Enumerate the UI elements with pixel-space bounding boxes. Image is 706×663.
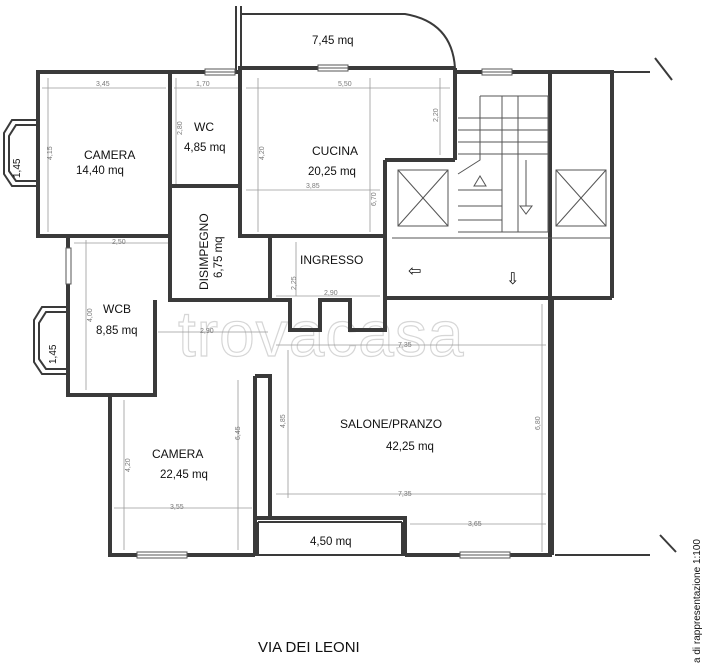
wcb-name: WCB bbox=[103, 302, 131, 316]
dim-ingresso-width: 2,90 bbox=[324, 290, 338, 297]
outer-walls bbox=[3, 6, 677, 557]
dim-camera1-height: 4,15 bbox=[47, 146, 54, 160]
dim-camera1-width: 3,45 bbox=[96, 81, 110, 88]
dimension-labels: 3,45 4,15 1,45 1,70 2,80 5,50 4,20 2,20 … bbox=[12, 81, 542, 528]
scale-note: a di rappresentazione 1:100 bbox=[692, 539, 703, 663]
room-labels: 7,45 mq CAMERA 14,40 mq WC 4,85 mq CUCIN… bbox=[76, 35, 442, 548]
dim-wcb-height: 4,00 bbox=[87, 308, 94, 322]
wcb-area: 8,85 mq bbox=[96, 325, 138, 337]
dim-salone-height-2: 6,80 bbox=[535, 416, 542, 430]
street-label: VIA DEI LEONI bbox=[258, 639, 360, 656]
dim-camera2-height: 4,20 bbox=[125, 458, 132, 472]
wc-area: 4,85 mq bbox=[184, 142, 226, 154]
camera2-name: CAMERA bbox=[152, 447, 203, 461]
dim-wc-height: 2,80 bbox=[177, 121, 184, 135]
dim-corridor-width: 2,90 bbox=[200, 328, 214, 335]
dim-stair-height: 6,70 bbox=[371, 192, 378, 206]
balcony-top-area: 7,45 mq bbox=[312, 35, 354, 47]
dim-salone-width-2: 7,35 bbox=[398, 491, 412, 498]
dim-cucina-width: 5,50 bbox=[338, 81, 352, 88]
dim-cucina-side: 2,20 bbox=[433, 108, 440, 122]
dim-wc-width: 1,70 bbox=[196, 81, 210, 88]
dim-salone-width: 7,35 bbox=[398, 342, 412, 349]
camera1-name: CAMERA bbox=[84, 148, 135, 162]
dim-bay2: 1,45 bbox=[48, 344, 59, 364]
salone-area: 42,25 mq bbox=[386, 441, 434, 453]
dimension-lines bbox=[42, 78, 546, 552]
cucina-name: CUCINA bbox=[312, 144, 358, 158]
salone-name: SALONE/PRANZO bbox=[340, 417, 442, 431]
windows bbox=[65, 64, 513, 559]
dim-salone-width-3: 3,65 bbox=[468, 521, 482, 528]
wc-name: WC bbox=[194, 120, 214, 134]
dim-camera2-side: 6,45 bbox=[235, 426, 242, 440]
staircase bbox=[392, 95, 610, 239]
cucina-area: 20,25 mq bbox=[308, 166, 356, 178]
dim-salone-height-1: 4,85 bbox=[280, 414, 287, 428]
balcony-bottom-area: 4,50 mq bbox=[310, 536, 352, 548]
disimpegno-area: 6,75 mq bbox=[213, 236, 225, 278]
arrow-down-icon: ⇩ bbox=[506, 269, 519, 288]
disimpegno-name: DISIMPEGNO bbox=[197, 213, 211, 290]
dim-wcb-width: 2,50 bbox=[112, 239, 126, 246]
camera2-area: 22,45 mq bbox=[160, 469, 208, 481]
camera1-area: 14,40 mq bbox=[76, 165, 124, 177]
dim-cucina-height: 4,20 bbox=[259, 146, 266, 160]
dim-cucina-inner: 3,85 bbox=[306, 183, 320, 190]
arrow-left-icon: ⇦ bbox=[408, 261, 421, 280]
dim-camera2-width: 3,55 bbox=[170, 504, 184, 511]
ingresso-name: INGRESSO bbox=[300, 253, 363, 267]
dim-ingresso-height: 2,25 bbox=[291, 276, 298, 290]
dim-bay1: 1,45 bbox=[12, 158, 23, 178]
